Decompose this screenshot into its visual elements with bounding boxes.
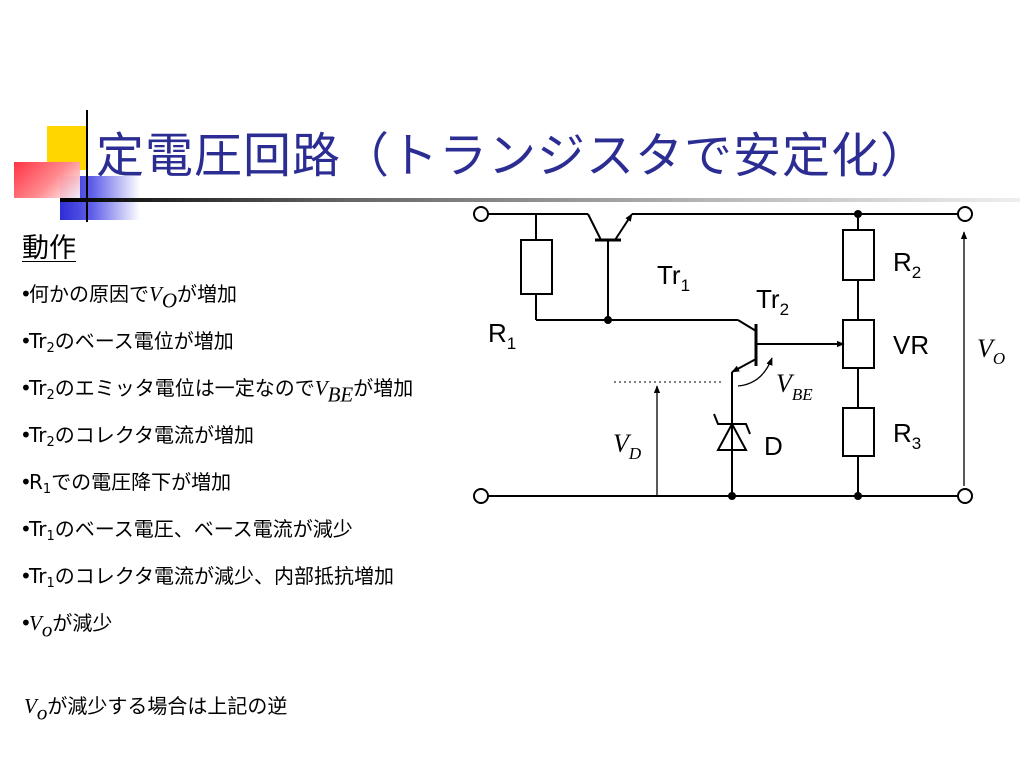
bullet-dot: • (20, 517, 32, 541)
bullet-dot: • (20, 329, 32, 353)
tr1-emitter (614, 213, 633, 241)
resistor-r3 (842, 407, 875, 457)
label-vbe: VBE (776, 369, 813, 404)
bullet-list: •何かの原因でVOが増加 •Tr2のベース電位が増加 •Tr2のエミッタ電位は一… (20, 276, 413, 652)
decor-red-square (14, 162, 80, 198)
vbe-arrow (737, 357, 773, 387)
bullet-item: •Tr1のコレクタ電流が減少、内部抵抗増加 (20, 558, 413, 605)
label-r2: R2 (893, 247, 921, 282)
junction-dot (854, 492, 862, 500)
output-terminal-bottom (957, 488, 973, 504)
bullet-item: •Tr2のコレクタ電流が増加 (20, 417, 413, 464)
zener-bar (713, 413, 751, 435)
reverse-case-note: Voが減少する場合は上記の逆 (24, 694, 288, 725)
bullet-item: •Tr2のエミッタ電位は一定なのでVBEが増加 (20, 370, 413, 417)
input-terminal-bottom (473, 488, 489, 504)
decor-vertical-line (86, 110, 88, 222)
bullet-item: •R1での電圧降下が増加 (20, 464, 413, 511)
bullet-dot: • (20, 470, 32, 494)
bullet-item: •Tr1のベース電圧、ベース電流が減少 (20, 511, 413, 558)
label-r1: R1 (488, 318, 516, 353)
bullet-item: •Voが減少 (20, 605, 413, 652)
label-vd: VD (613, 429, 642, 463)
label-tr1: Tr1 (657, 260, 690, 295)
label-vr: VR (893, 330, 929, 360)
bullet-item: •Tr2のベース電位が増加 (20, 323, 413, 370)
junction-dot (854, 210, 862, 218)
label-r3: R3 (893, 418, 921, 453)
bullet-dot: • (20, 376, 32, 400)
label-tr2: Tr2 (756, 284, 789, 319)
tr2-emitter (731, 358, 757, 373)
title-underline (60, 198, 1020, 202)
junction-dot (604, 316, 612, 324)
bullet-item: •何かの原因でVOが増加 (20, 276, 413, 323)
bullet-dot: • (20, 423, 32, 447)
output-terminal-top (957, 206, 973, 222)
slide-title: 定電圧回路（トランジスタで安定化） (96, 128, 930, 184)
variable-resistor-vr (842, 319, 875, 369)
tr1-collector (587, 213, 602, 241)
tr2-collector (737, 319, 757, 332)
bullet-dot: • (20, 611, 32, 635)
bullet-dot: • (20, 282, 32, 306)
input-terminal-top (473, 206, 489, 222)
junction-dot (728, 492, 736, 500)
label-vo: VO (977, 334, 1005, 368)
resistor-r1 (520, 239, 553, 295)
label-d: D (764, 431, 783, 461)
resistor-r2 (842, 229, 875, 281)
bullet-dot: • (20, 564, 32, 588)
section-heading: 動作 (22, 233, 76, 264)
